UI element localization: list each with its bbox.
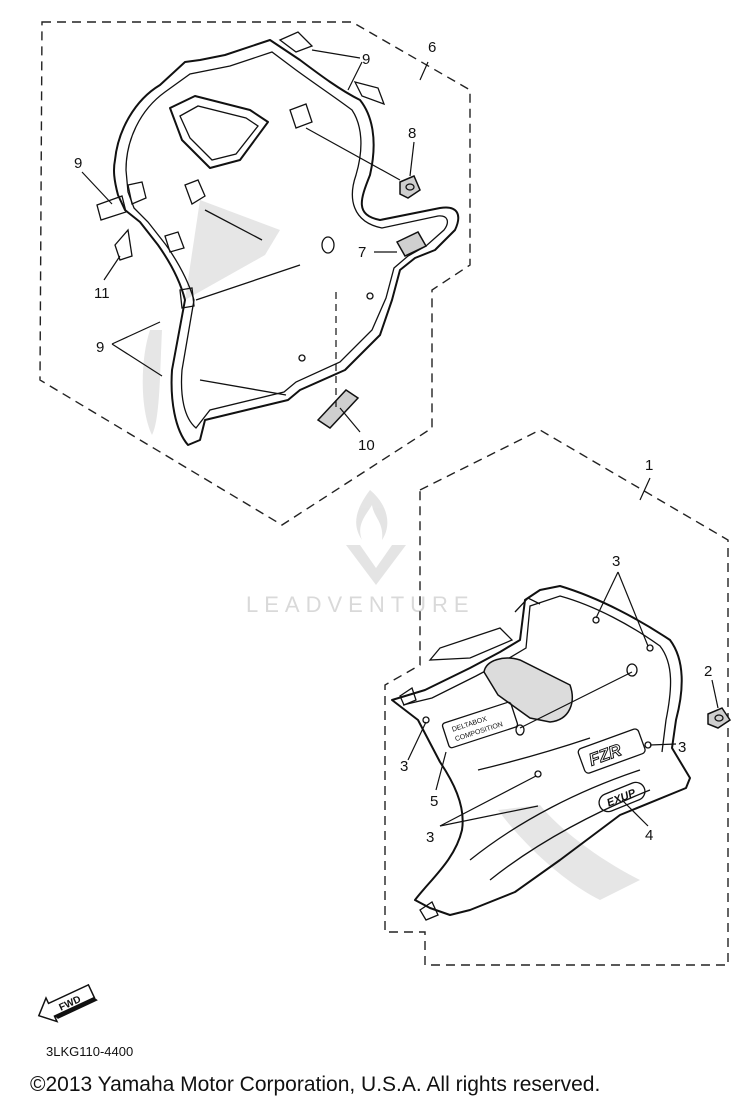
logo-fzr: FZR [577, 728, 646, 774]
callout-1: 1 [645, 457, 653, 474]
callout-5: 5 [430, 793, 438, 810]
callout-3c: 3 [400, 758, 408, 775]
callout-7: 7 [358, 244, 366, 261]
decal-deltabox: DELTABOX COMPOSITION [441, 701, 519, 749]
callout-9c: 9 [96, 339, 104, 356]
assembly-boundary-6 [39, 21, 471, 526]
assembly-boundary-1 [384, 429, 729, 966]
copyright-notice: ©2013 Yamaha Motor Corporation, U.S.A. A… [30, 1073, 601, 1096]
callout-9a: 9 [362, 51, 370, 68]
svg-text:EXUP: EXUP [605, 787, 638, 810]
leaders-upper [81, 49, 429, 433]
inner-panel-part-6 [96, 31, 460, 446]
callout-11: 11 [94, 285, 110, 302]
outer-panel-part-1: DELTABOX COMPOSITION FZR EXUP [391, 585, 732, 921]
callout-3d: 3 [426, 829, 434, 846]
fwd-arrow-icon: FWD [37, 983, 98, 1023]
callout-9b: 9 [74, 155, 82, 172]
diagram-reference-code: 3LKG110-4400 [46, 1044, 134, 1059]
leaders-lower [407, 477, 719, 827]
callout-10: 10 [358, 437, 375, 454]
callout-4: 4 [645, 827, 653, 844]
logo-exup: EXUP [598, 781, 646, 813]
callout-3b: 3 [678, 739, 686, 756]
callout-2: 2 [704, 663, 712, 680]
watermark-text: LEADVENTURE [246, 592, 475, 617]
callout-3a: 3 [612, 553, 620, 570]
callout-6: 6 [428, 39, 436, 56]
callout-8: 8 [408, 125, 416, 142]
watermark-logo-icon [346, 490, 406, 585]
